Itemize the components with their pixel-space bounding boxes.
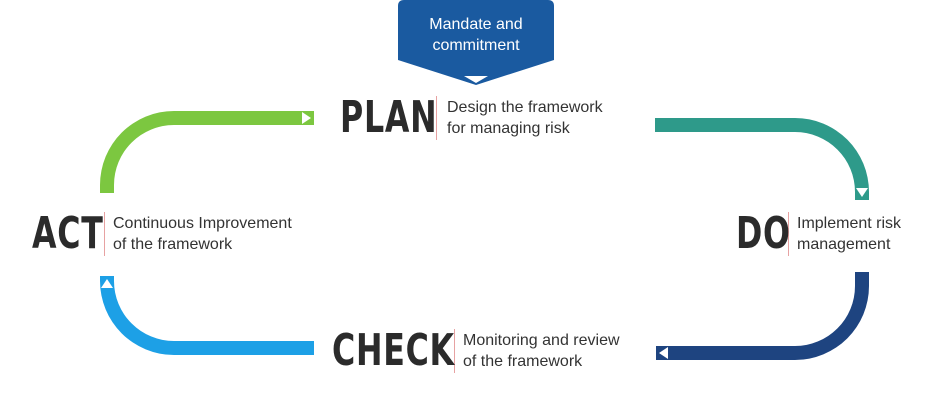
plan-description: Design the framework for managing risk — [447, 99, 603, 137]
act-to-plan-arc — [100, 111, 314, 193]
do-stage: DO Implement risk management — [736, 212, 901, 256]
do-divider — [788, 212, 789, 256]
do-description: Implement risk management — [797, 215, 902, 253]
check-title: CHECK — [332, 325, 455, 376]
plan-divider — [436, 96, 437, 140]
act-stage: ACT Continuous Improvement of the framew… — [32, 212, 292, 256]
act-to-plan-arrow-icon — [302, 112, 311, 124]
act-title: ACT — [32, 208, 104, 259]
check-description: Monitoring and review of the framework — [463, 332, 620, 370]
plan-stage: PLAN Design the framework for managing r… — [340, 96, 603, 140]
plan-to-do-arc — [655, 118, 869, 200]
check-to-act-arc — [100, 276, 314, 355]
do-to-check-arrow-icon — [659, 347, 668, 359]
act-divider — [104, 212, 105, 256]
check-stage: CHECK Monitoring and review of the frame… — [332, 329, 620, 373]
mandate-banner-tip-icon — [464, 76, 488, 83]
check-divider — [454, 329, 455, 373]
do-title: DO — [736, 208, 791, 259]
plan-title: PLAN — [340, 92, 438, 143]
mandate-banner — [398, 0, 554, 85]
plan-to-do-arrow-icon — [856, 188, 868, 197]
do-to-check-arc — [656, 272, 869, 360]
mandate-label: Mandate and commitment — [429, 16, 523, 54]
check-to-act-arrow-icon — [101, 279, 113, 288]
act-description: Continuous Improvement of the framework — [113, 215, 292, 253]
